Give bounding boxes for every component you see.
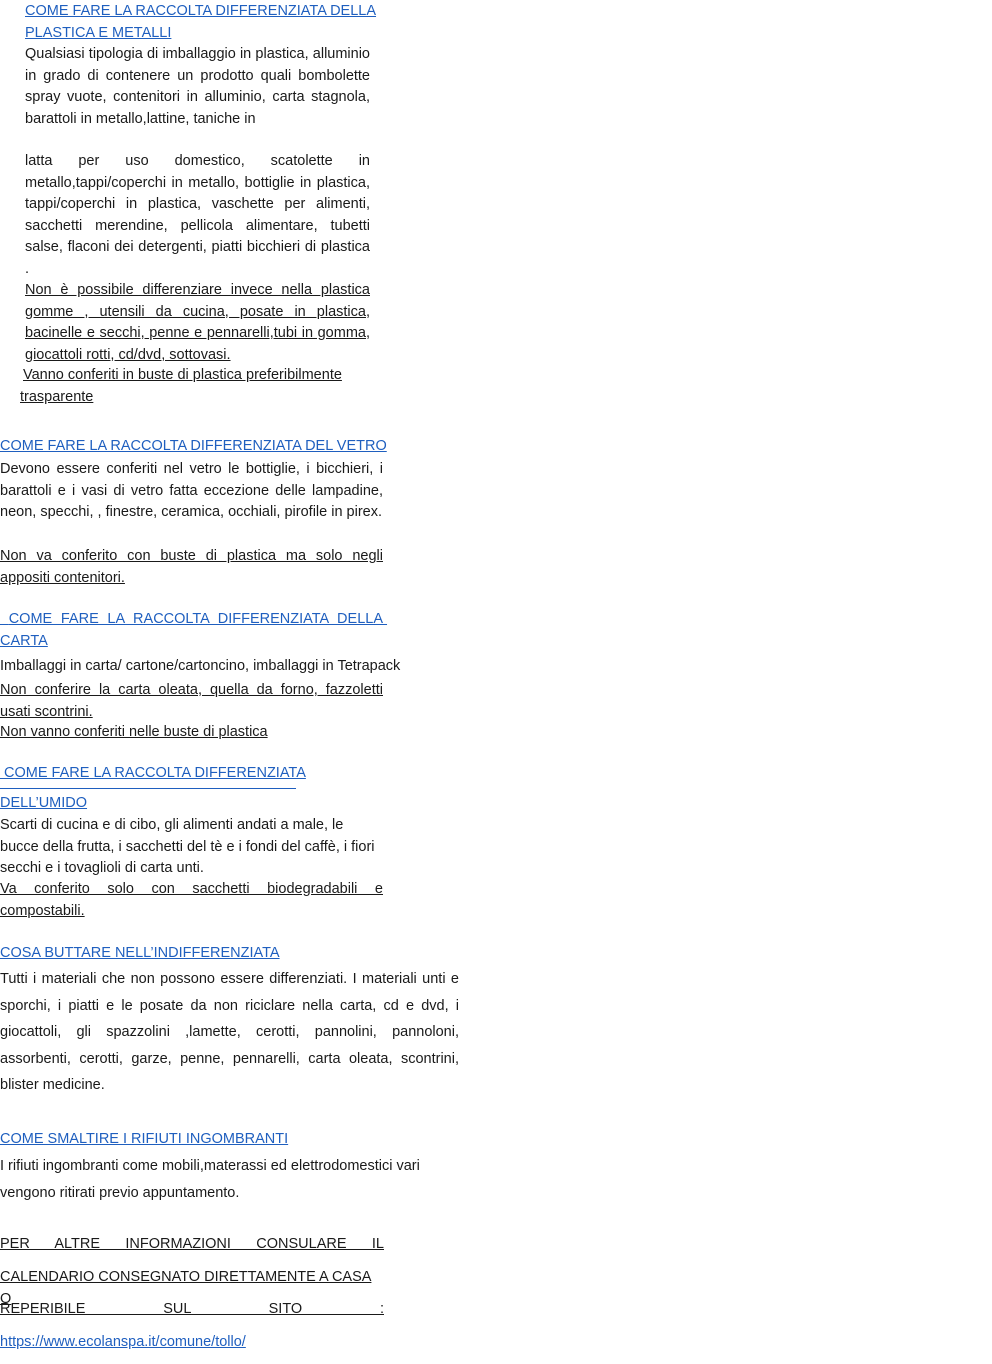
- plastica-exclusion: Non è possibile differenziare invece nel…: [25, 282, 370, 363]
- carta-note: Non vanno conferiti nelle buste di plast…: [0, 724, 268, 740]
- plastica-body-1: Qualsiasi tipologia di imballaggio in pl…: [25, 46, 370, 127]
- plastica-title-line1[interactable]: COME FARE LA RACCOLTA DIFFERENZIATA DELL…: [25, 3, 377, 19]
- plastica-note: Vanno conferiti in buste di plastica pre…: [20, 365, 390, 408]
- ingombranti-body: I rifiuti ingombranti come mobili,matera…: [0, 1158, 420, 1201]
- carta-body: Imballaggi in carta/ cartone/cartoncino,…: [0, 658, 401, 674]
- vetro-title[interactable]: COME FARE LA RACCOLTA DIFFERENZIATA DEL …: [0, 438, 387, 454]
- info-line1: PER ALTRE INFORMAZIONI CONSULARE IL: [0, 1236, 384, 1252]
- umido-title-line1-text[interactable]: COME FARE LA RACCOLTA DIFFERENZIATA: [0, 765, 306, 781]
- umido-title-divider: [0, 788, 296, 789]
- plastica-note-line1: Vanno conferiti in buste di plastica pre…: [23, 367, 342, 383]
- umido-note: Va conferito solo con sacchetti biodegra…: [0, 881, 383, 919]
- plastica-title-line2[interactable]: PLASTICA E METALLI: [25, 24, 172, 41]
- indifferenziata-body: Tutti i materiali che non possono essere…: [0, 971, 459, 1093]
- umido-body: Scarti di cucina e di cibo, gli alimenti…: [0, 817, 375, 876]
- umido-title-line2[interactable]: DELL’UMIDO: [0, 795, 88, 811]
- indifferenziata-title[interactable]: COSA BUTTARE NELL’INDIFFERENZIATA: [0, 945, 280, 961]
- plastica-title[interactable]: COME FARE LA RACCOLTA DIFFERENZIATA DELL…: [25, 1, 385, 44]
- vetro-note: Non va conferito con buste di plastica m…: [0, 548, 383, 586]
- vetro-body: Devono essere conferiti nel vetro le bot…: [0, 461, 383, 520]
- plastica-body-2: latta per uso domestico, scatolette in m…: [25, 153, 370, 277]
- umido-title-line1[interactable]: COME FARE LA RACCOLTA DIFFERENZIATA: [0, 763, 320, 785]
- carta-exclusion: Non conferire la carta oleata, quella da…: [0, 682, 383, 720]
- carta-title[interactable]: COME FARE LA RACCOLTA DIFFERENZIATA DELL…: [0, 611, 388, 649]
- ingombranti-title[interactable]: COME SMALTIRE I RIFIUTI INGOMBRANTI: [0, 1131, 289, 1147]
- plastica-note-line2: trasparente: [20, 388, 94, 405]
- info-line3: REPERIBILE SUL SITO :: [0, 1301, 384, 1317]
- info-url-link[interactable]: https://www.ecolanspa.it/comune/tollo/: [0, 1334, 246, 1350]
- info-line2: CALENDARIO CONSEGNATO DIRETTAMENTE A CAS…: [0, 1269, 372, 1307]
